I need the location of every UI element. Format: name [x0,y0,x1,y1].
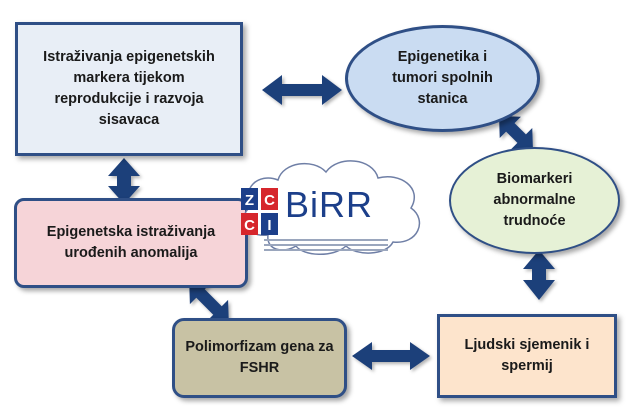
node-fshr-polymorphism-label: Polimorfizam gena za FSHR [185,339,334,376]
logo-letter-c-top: C [264,192,275,209]
arrow-tumors-biomarkers [499,116,533,150]
logo-fine-print [264,236,388,254]
node-epigenetic-markers: Istraživanja epigenetskih markera tijeko… [15,22,243,156]
arrow-biomarkers-semen [523,250,555,300]
node-germ-cell-tumors: Epigenetika i tumori spolnih stanica [345,25,540,132]
logo-letter-c-bottom: C [244,217,255,234]
node-congenital-anomalies: Epigenetska istraživanja urođenih anomal… [14,198,248,288]
logo-letter-z: Z [245,192,254,209]
logo-letter-i: I [267,217,271,234]
arrow-markers-tumors [262,75,342,105]
node-biomarkers-label: Biomarkeri abnormalne trudnoće [493,171,576,229]
node-congenital-anomalies-label: Epigenetska istraživanja urođenih anomal… [46,224,216,261]
arrow-markers-anomalies [108,158,140,204]
logo-wordmark: BiRR [285,184,374,225]
node-semen-sperm-label: Ljudski sjemenik i spermij [464,337,590,374]
node-fshr-polymorphism: Polimorfizam gena za FSHR [172,318,347,398]
logo-cloud-shape [243,160,421,255]
node-biomarkers: Biomarkeri abnormalne trudnoće [449,147,620,254]
zci-logo-icon: Z C C I [241,188,278,235]
node-germ-cell-tumors-label: Epigenetika i tumori spolnih stanica [392,49,493,107]
arrow-anomalies-fshr [189,282,229,322]
node-epigenetic-markers-label: Istraživanja epigenetskih markera tijeko… [43,49,215,128]
node-semen-sperm: Ljudski sjemenik i spermij [437,314,617,398]
arrow-fshr-semen [352,342,430,370]
